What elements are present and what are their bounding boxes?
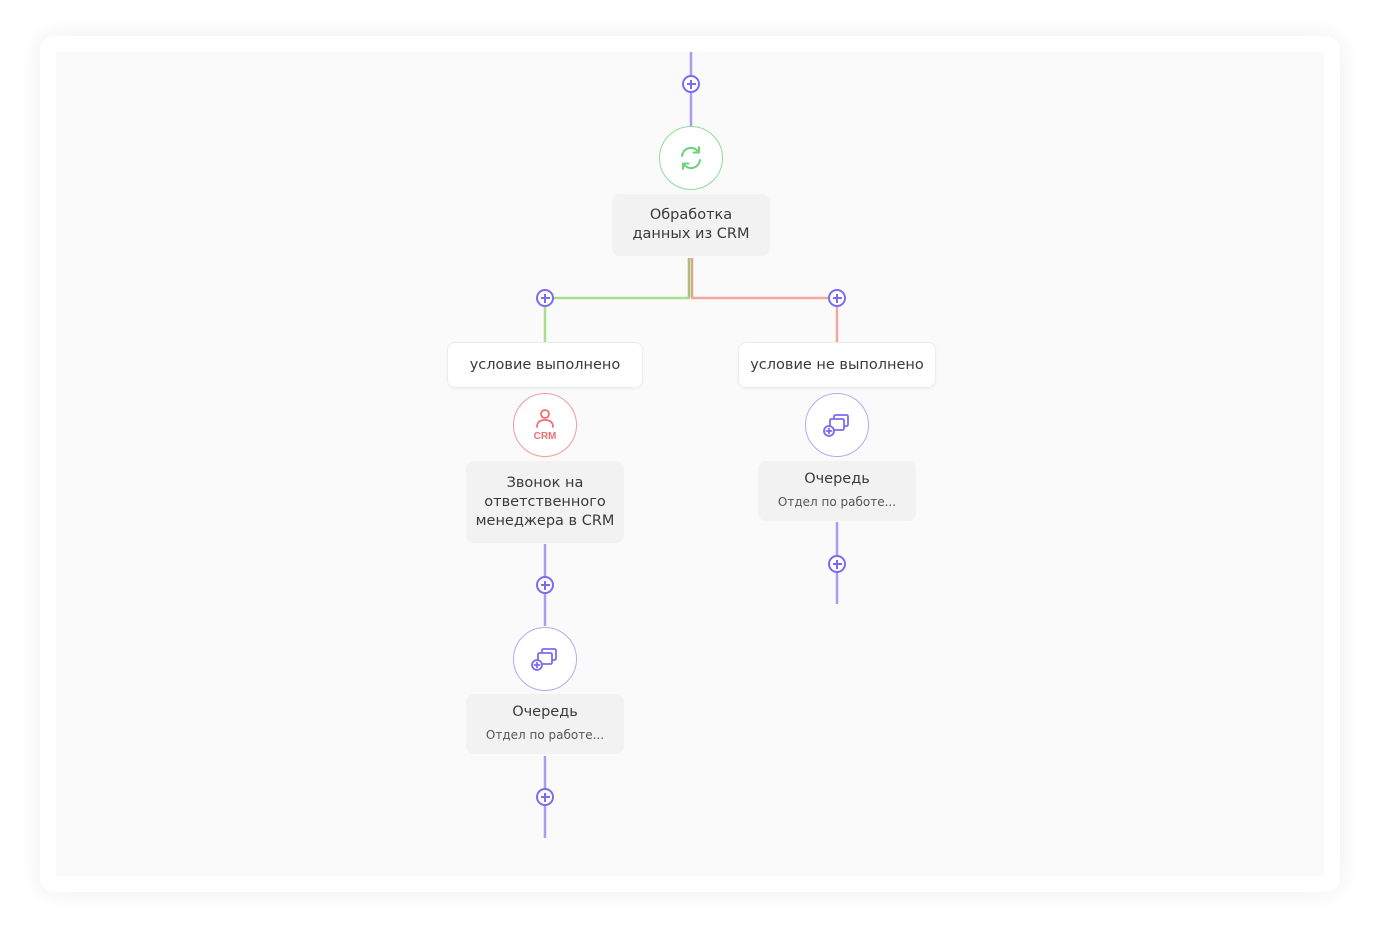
crm-processing-label[interactable]: Обработка данных из CRM	[612, 194, 770, 256]
add-step-button[interactable]	[682, 75, 700, 93]
node-subtitle: Отдел по работе...	[777, 495, 897, 509]
node-subtitle: Отдел по работе...	[485, 728, 605, 742]
add-step-button[interactable]	[536, 576, 554, 594]
branch-false-text: условие не выполнено	[750, 357, 924, 373]
add-step-button-true-branch[interactable]	[536, 289, 554, 307]
call-manager-node[interactable]: CRM	[513, 393, 577, 457]
crm-icon-text: CRM	[534, 431, 557, 442]
queue-node-left[interactable]	[513, 627, 577, 691]
add-step-button[interactable]	[828, 555, 846, 573]
add-step-button[interactable]	[536, 788, 554, 806]
node-title: Звонок на ответственного менеджера в CRM	[475, 474, 615, 529]
node-title: Обработка данных из CRM	[632, 207, 750, 242]
add-step-button-false-branch[interactable]	[828, 289, 846, 307]
branch-true-label[interactable]: условие выполнено	[447, 342, 643, 388]
queue-icon	[823, 414, 849, 437]
crm-processing-node[interactable]	[659, 126, 723, 190]
call-manager-label[interactable]: Звонок на ответственного менеджера в CRM	[466, 461, 624, 543]
crm-person-icon: CRM	[534, 409, 557, 442]
queue-icon	[531, 648, 557, 671]
node-title: Очередь	[804, 471, 870, 487]
queue-node-right[interactable]	[805, 393, 869, 457]
queue-label-left[interactable]: Очередь Отдел по работе...	[466, 694, 624, 754]
branch-true-text: условие выполнено	[469, 357, 621, 373]
refresh-icon	[681, 146, 701, 170]
branch-false-label[interactable]: условие не выполнено	[738, 342, 936, 388]
node-title: Очередь	[512, 704, 578, 720]
queue-label-right[interactable]: Очередь Отдел по работе...	[758, 461, 916, 521]
